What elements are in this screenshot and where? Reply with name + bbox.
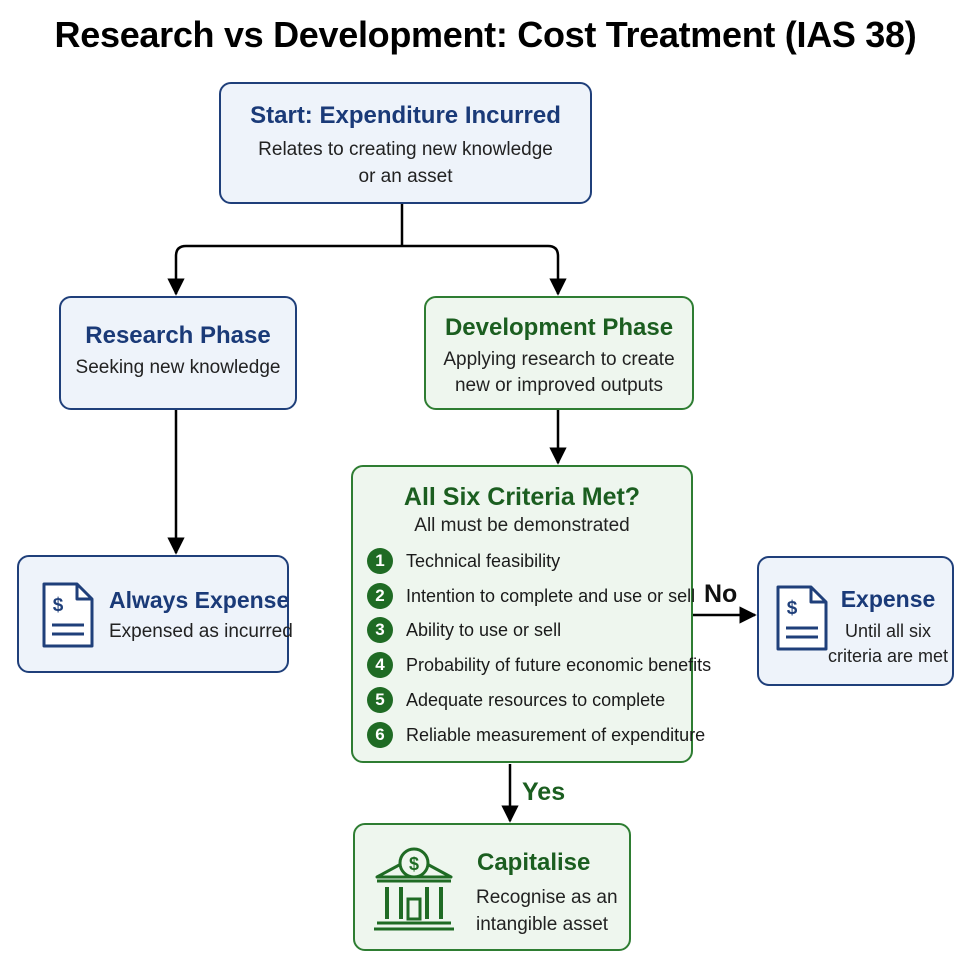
criterion-number: 4	[367, 652, 393, 678]
connector-to-research	[167, 244, 402, 296]
document-dollar-icon: $	[42, 582, 94, 648]
criterion-text: Ability to use or sell	[406, 619, 562, 640]
criterion-item: 2 Intention to complete and use or sell	[367, 581, 695, 611]
criterion-text: Probability of future economic benefits	[406, 654, 712, 675]
criterion-number: 1	[367, 548, 393, 574]
always-expense-box: $ Always Expense Expensed as incurred	[17, 555, 293, 673]
criteria-box: All Six Criteria Met? All must be demons…	[351, 465, 711, 763]
expense-line1: Until all six	[844, 621, 932, 641]
expense-heading: Expense	[840, 586, 936, 612]
always-expense-heading: Always Expense	[109, 587, 290, 613]
development-line2: new or improved outputs	[454, 375, 664, 396]
research-phase-box: Research Phase Seeking new knowledge	[59, 296, 297, 410]
expense-line2: criteria are met	[827, 646, 949, 666]
start-box: Start: Expenditure Incurred Relates to c…	[219, 82, 592, 204]
research-heading: Research Phase	[85, 322, 271, 349]
criteria-heading: All Six Criteria Met?	[403, 483, 641, 511]
criterion-item: 6 Reliable measurement of expenditure	[367, 720, 705, 750]
svg-text:$: $	[409, 854, 419, 874]
criteria-sub: All must be demonstrated	[414, 515, 630, 536]
criterion-item: 1 Technical feasibility	[367, 546, 560, 576]
capitalise-line2: intangible asset	[476, 914, 609, 935]
criterion-number: 3	[367, 617, 393, 643]
svg-text:$: $	[787, 598, 798, 619]
capitalise-heading: Capitalise	[477, 849, 591, 876]
connector-to-development	[402, 244, 567, 296]
criterion-text: Technical feasibility	[406, 550, 561, 571]
expense-box: $ Expense Until all six criteria are met	[757, 556, 954, 686]
bank-dollar-icon: $	[374, 847, 454, 931]
diagram-title: Research vs Development: Cost Treatment …	[54, 14, 917, 55]
start-line2: or an asset	[358, 166, 453, 187]
criterion-number: 6	[367, 722, 393, 748]
development-heading: Development Phase	[444, 314, 674, 341]
always-expense-sub: Expensed as incurred	[109, 621, 293, 642]
start-line1: Relates to creating new knowledge	[258, 139, 553, 160]
development-line1: Applying research to create	[443, 349, 675, 370]
criterion-item: 4 Probability of future economic benefit…	[367, 650, 711, 680]
capitalise-box: $ Capitalise Recognise as an intangible …	[353, 823, 631, 951]
criterion-text: Reliable measurement of expenditure	[406, 724, 706, 745]
yes-label: Yes	[522, 778, 566, 806]
criterion-number: 5	[367, 687, 393, 713]
criterion-item: 5 Adequate resources to complete	[367, 685, 665, 715]
document-dollar-icon: $	[776, 585, 828, 651]
criterion-text: Adequate resources to complete	[406, 689, 666, 710]
development-phase-box: Development Phase Applying research to c…	[424, 296, 694, 410]
research-sub: Seeking new knowledge	[75, 357, 281, 378]
start-heading: Start: Expenditure Incurred	[250, 102, 561, 129]
capitalise-line1: Recognise as an	[476, 887, 618, 908]
criterion-item: 3 Ability to use or sell	[367, 615, 561, 645]
criterion-text: Intention to complete and use or sell	[406, 585, 696, 606]
svg-text:$: $	[53, 595, 64, 616]
criterion-number: 2	[367, 583, 393, 609]
no-label: No	[704, 580, 738, 608]
